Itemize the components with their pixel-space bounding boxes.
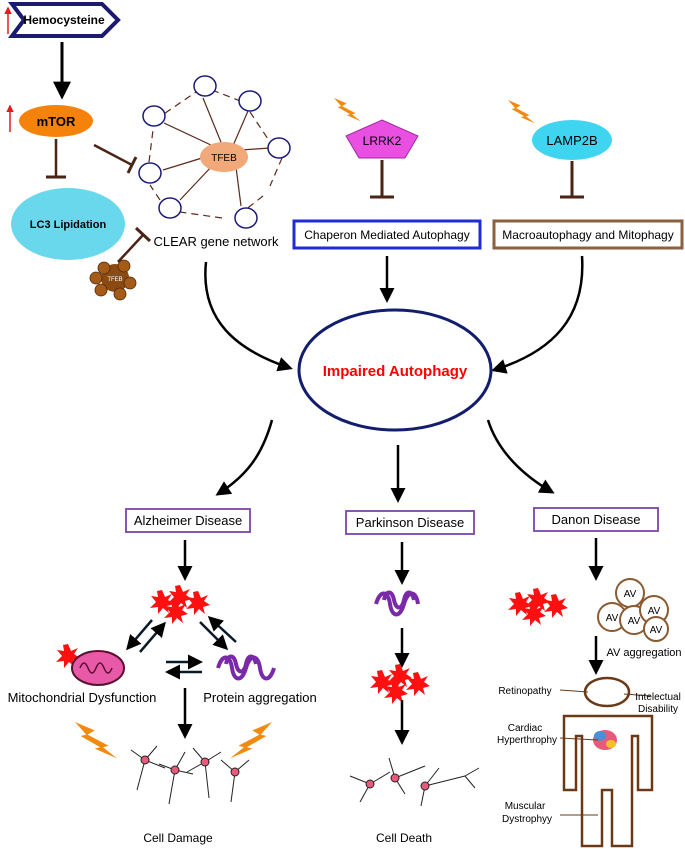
tfeb-label: TFEB bbox=[211, 153, 237, 164]
bidirectional-arrow-right bbox=[199, 615, 237, 651]
lrrk2-lightning-icon bbox=[334, 98, 361, 122]
cell-damage-label: Cell Damage bbox=[143, 831, 213, 845]
macro-label: Macroautophagy and Mitophagy bbox=[502, 228, 673, 242]
lightning-right-icon bbox=[230, 722, 272, 759]
danon-label: Danon Disease bbox=[552, 512, 641, 527]
intel-label-2: Disability bbox=[638, 704, 678, 715]
av-label: AV bbox=[628, 616, 641, 627]
inhibit-lrrk2-cma bbox=[370, 160, 394, 199]
inhibit-mtor-lc3 bbox=[46, 139, 66, 179]
alzheimer-box: Alzheimer Disease bbox=[125, 508, 251, 533]
lamp2b-label: LAMP2B bbox=[546, 133, 597, 148]
damaged-neurons-icon bbox=[130, 745, 250, 805]
clear-network: TFEB CLEAR gene network bbox=[138, 75, 291, 249]
bidirectional-arrow-left bbox=[126, 619, 166, 653]
clear-label: CLEAR gene network bbox=[153, 234, 279, 249]
macro-box: Macroautophagy and Mitophagy bbox=[492, 219, 684, 250]
av-cluster: AV AV AV AV AV bbox=[597, 578, 669, 642]
intel-label-1: Intelectual bbox=[635, 692, 681, 703]
parkinson-protein-icon bbox=[374, 590, 420, 617]
phospho-tfeb-icon: TFEB bbox=[89, 259, 137, 301]
inhibit-lamp2b-macro bbox=[560, 161, 584, 199]
av-label: AV bbox=[648, 606, 661, 617]
dead-neurons-icon bbox=[349, 757, 480, 807]
protein-label: Protein aggregation bbox=[203, 690, 316, 705]
bidirectional-arrow-middle bbox=[165, 654, 203, 680]
mtor-label: mTOR bbox=[37, 114, 76, 129]
mitochondria-icon bbox=[56, 644, 125, 686]
impaired-autophagy-node: Impaired Autophagy bbox=[297, 308, 493, 432]
av-label: AV bbox=[624, 589, 637, 600]
lamp2b-node: LAMP2B bbox=[532, 120, 612, 160]
cardiac-label-2: Hyperthrophy bbox=[497, 735, 557, 746]
lrrk2-label: LRRK2 bbox=[363, 134, 402, 148]
callout-lines bbox=[559, 689, 651, 816]
hemocysteine-label: Hemocysteine bbox=[23, 13, 105, 27]
mtor-node: mTOR bbox=[19, 105, 93, 137]
lc3-label: LC3 Lipidation bbox=[30, 219, 107, 231]
protein-aggregation-icon bbox=[216, 654, 276, 681]
arrow-clear-impaired bbox=[204, 261, 293, 372]
heart-icon bbox=[593, 730, 617, 750]
impaired-label: Impaired Autophagy bbox=[323, 363, 468, 380]
parkinson-box: Parkinson Disease bbox=[345, 510, 475, 535]
arrow-macro-impaired bbox=[491, 255, 584, 374]
muscular-label-1: Muscular bbox=[505, 801, 546, 812]
parkinson-label: Parkinson Disease bbox=[356, 515, 464, 530]
arrow-impaired-danon bbox=[486, 419, 555, 494]
danon-box: Danon Disease bbox=[533, 507, 659, 532]
av-label: AV bbox=[650, 625, 663, 636]
arrow-impaired-alzheimer bbox=[215, 419, 274, 496]
hemocysteine-node: Hemocysteine bbox=[8, 2, 121, 38]
mito-label: Mitochondrial Dysfunction bbox=[8, 690, 157, 705]
cell-death-label: Cell Death bbox=[376, 831, 432, 845]
lrrk2-node: LRRK2 bbox=[345, 119, 419, 159]
muscular-label-2: Dystrophyy bbox=[502, 814, 552, 825]
lc3-lipidation-node: LC3 Lipidation bbox=[11, 188, 125, 260]
protein-aggregate-icon bbox=[150, 585, 210, 624]
inhibit-mtor-clear bbox=[93, 143, 138, 174]
parkinson-aggregate-icon bbox=[370, 664, 430, 704]
cardiac-label-1: Cardiac bbox=[508, 723, 542, 734]
av-label: AV bbox=[606, 613, 619, 624]
lightning-left-icon bbox=[75, 722, 117, 759]
danon-aggregate-icon bbox=[508, 588, 568, 626]
lamp2b-lightning-icon bbox=[508, 100, 535, 124]
av-aggregation-label: AV aggregation bbox=[606, 647, 681, 659]
retinopathy-label: Retinopathy bbox=[498, 686, 551, 697]
tfeb-node: TFEB bbox=[200, 142, 248, 172]
alzheimer-label: Alzheimer Disease bbox=[134, 513, 242, 528]
ptfeb-label: TFEB bbox=[107, 277, 122, 283]
inhibit-ptfeb-clear bbox=[117, 226, 152, 263]
cma-label: Chaperon Mediated Autophagy bbox=[304, 228, 469, 242]
cma-box: Chaperon Mediated Autophagy bbox=[292, 219, 482, 250]
